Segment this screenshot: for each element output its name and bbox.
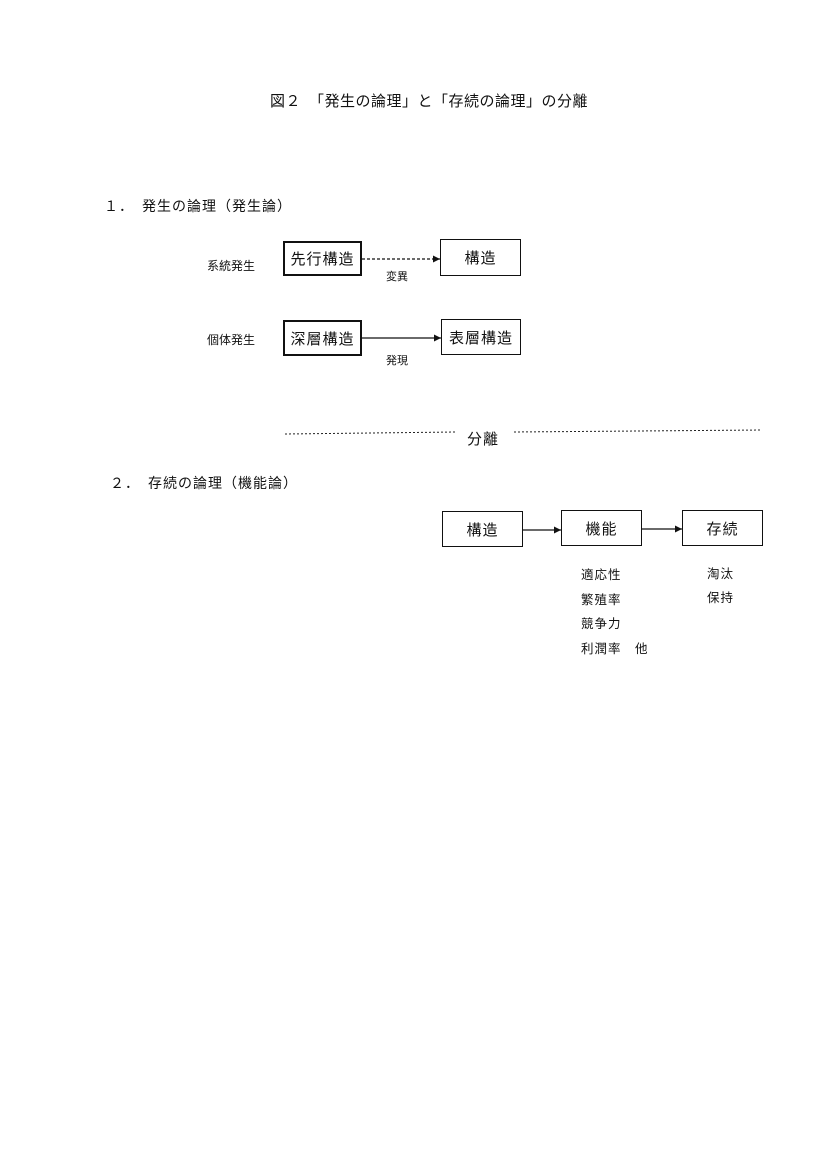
function-item: 競争力 (581, 616, 622, 631)
row1-edge-label: 変異 (386, 270, 408, 283)
row1-to-box: 構造 (440, 239, 521, 276)
row2-from-box: 深層構造 (283, 320, 362, 356)
row1-label: 系統発生 (207, 259, 256, 273)
structure-text: 構造 (466, 520, 499, 539)
figure-title: 図２ 「発生の論理」と「存続の論理」の分離 (270, 92, 589, 110)
survival-text: 存続 (706, 519, 739, 538)
structure-box: 構造 (442, 511, 523, 547)
row1-from-text: 先行構造 (290, 250, 355, 268)
row2-edge-label: 発現 (386, 354, 408, 367)
row2-to-box: 表層構造 (441, 319, 521, 355)
function-item: 利潤率 他 (581, 641, 649, 656)
separator-dash-left (284, 431, 457, 435)
function-item: 繁殖率 (581, 592, 622, 607)
row2-from-text: 深層構造 (290, 329, 355, 348)
row2-to-text: 表層構造 (448, 328, 513, 347)
section1-heading: １． 発生の論理（発生論） (104, 199, 292, 215)
section2-heading: ２． 存続の論理（機能論） (110, 476, 298, 492)
survival-item: 保持 (707, 590, 735, 605)
survival-item: 淘汰 (707, 566, 735, 581)
function-text: 機能 (585, 519, 618, 538)
row2-label: 個体発生 (207, 333, 256, 347)
survival-box: 存続 (682, 510, 763, 546)
function-box: 機能 (561, 510, 642, 546)
separator-dash-right (513, 429, 763, 433)
row1-from-box: 先行構造 (283, 241, 362, 276)
function-item: 適応性 (581, 567, 622, 582)
separator-label: 分離 (467, 430, 500, 448)
row1-to-text: 構造 (464, 249, 497, 267)
